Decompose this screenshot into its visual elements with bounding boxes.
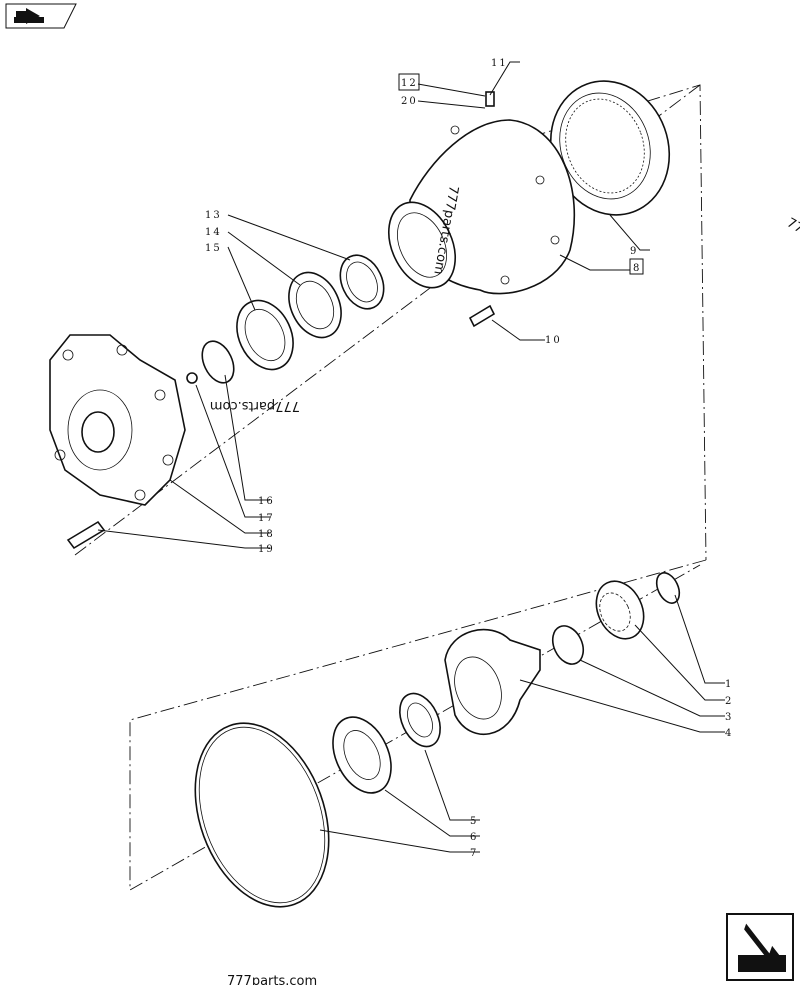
callout-20: 20 bbox=[401, 96, 418, 107]
callout-4: 4 bbox=[725, 728, 733, 739]
o-ring-16 bbox=[201, 340, 235, 384]
seal-15 bbox=[236, 299, 294, 371]
callout-17: 17 bbox=[258, 513, 275, 524]
hub-housing bbox=[388, 119, 576, 295]
callout-15: 15 bbox=[205, 243, 222, 254]
callout-1: 1 bbox=[725, 679, 733, 690]
bearing-14 bbox=[288, 271, 342, 339]
back-arrow-icon bbox=[14, 8, 44, 24]
sun-gear bbox=[595, 580, 645, 640]
bolt-10 bbox=[468, 304, 496, 328]
callout-13: 13 bbox=[205, 210, 222, 221]
bolt-11 bbox=[485, 91, 495, 107]
lock-nut bbox=[399, 692, 441, 748]
watermark-bottom: 777parts.com bbox=[227, 974, 317, 985]
callout-8-box: 8 bbox=[629, 258, 644, 275]
large-o-ring bbox=[194, 722, 330, 908]
bushing bbox=[551, 625, 585, 665]
stud-bolt bbox=[66, 520, 106, 550]
callout-5: 5 bbox=[470, 816, 478, 827]
callout-3: 3 bbox=[725, 712, 733, 723]
callout-8: 8 bbox=[633, 263, 641, 274]
callout-6: 6 bbox=[470, 832, 478, 843]
callout-12-box: 12 bbox=[398, 73, 420, 91]
callout-7: 7 bbox=[470, 848, 478, 859]
callout-14: 14 bbox=[205, 227, 222, 238]
callout-16: 16 bbox=[258, 496, 275, 507]
watermark-center: 777parts.com bbox=[210, 398, 300, 413]
seal-13 bbox=[339, 254, 385, 310]
plug-17 bbox=[186, 372, 198, 384]
prev-page-button[interactable] bbox=[5, 3, 77, 29]
next-page-button[interactable] bbox=[726, 913, 794, 981]
callout-19: 19 bbox=[258, 544, 275, 555]
watermark-right-edge: 777 bbox=[784, 215, 800, 240]
callout-2: 2 bbox=[725, 696, 733, 707]
planet-carrier bbox=[444, 628, 541, 736]
next-arrow-icon bbox=[738, 923, 786, 972]
wheel-flange bbox=[49, 334, 186, 506]
callout-18: 18 bbox=[258, 529, 275, 540]
snap-ring bbox=[655, 572, 681, 604]
callout-12: 12 bbox=[401, 78, 418, 89]
callout-10: 10 bbox=[545, 335, 562, 346]
bearing-6 bbox=[332, 716, 392, 794]
callout-9: 9 bbox=[630, 246, 638, 257]
callout-11: 11 bbox=[491, 58, 508, 69]
leader-lines bbox=[97, 61, 725, 853]
